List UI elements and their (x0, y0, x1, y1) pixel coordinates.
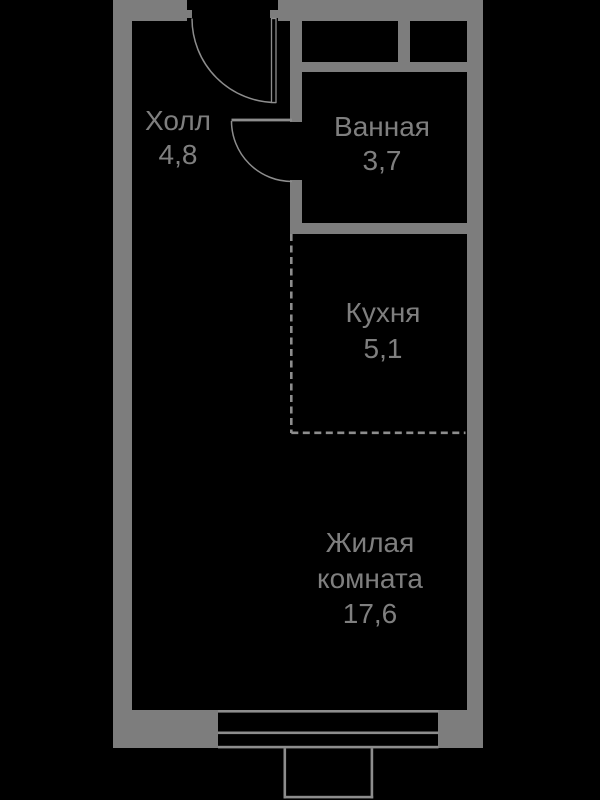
balcony-bottom-line (283, 795, 374, 799)
wall-bathroom-bottom (290, 223, 467, 234)
wall-top-right-of-entrance (278, 0, 483, 21)
room-area-hall: 4,8 (158, 139, 198, 170)
room-area-bathroom: 3,7 (362, 145, 402, 176)
wall-shaft-separator (398, 21, 410, 62)
window-middle-line (218, 731, 439, 735)
room-label-bathroom: Ванная 3,7 (334, 110, 430, 178)
window-outer-line (218, 710, 439, 713)
window-inner-line (218, 745, 439, 749)
wall-shaft-bottom (301, 62, 467, 72)
bathroom-door-arc (230, 120, 293, 183)
wall-bottom-right-of-window (438, 710, 483, 748)
bathroom-door-leaf (231, 118, 292, 122)
room-name-living: Жилая комната (317, 527, 423, 594)
wall-hall-bathroom-upper (290, 21, 302, 122)
entrance-door-leaf (270, 17, 277, 104)
balcony-right-line (370, 748, 374, 799)
balcony-left-line (283, 748, 287, 799)
wall-bottom-left-of-window (113, 710, 218, 748)
wall-hall-bathroom-lower (290, 180, 302, 233)
room-label-kitchen: Кухня 5,1 (346, 295, 421, 367)
room-name-hall: Холл (145, 105, 211, 136)
room-name-bathroom: Ванная (334, 111, 430, 142)
entrance-door-arc (191, 18, 277, 104)
room-name-kitchen: Кухня (345, 297, 421, 328)
entrance-door-jamb-right (270, 10, 278, 18)
wall-exterior-right (467, 0, 483, 748)
room-label-hall: Холл 4,8 (145, 104, 211, 172)
entrance-door-jamb-left (187, 10, 192, 18)
room-area-living: 17,6 (342, 598, 398, 629)
room-area-kitchen: 5,1 (363, 333, 403, 364)
wall-exterior-left (113, 0, 132, 748)
room-label-living: Жилая комната 17,6 (290, 525, 450, 632)
